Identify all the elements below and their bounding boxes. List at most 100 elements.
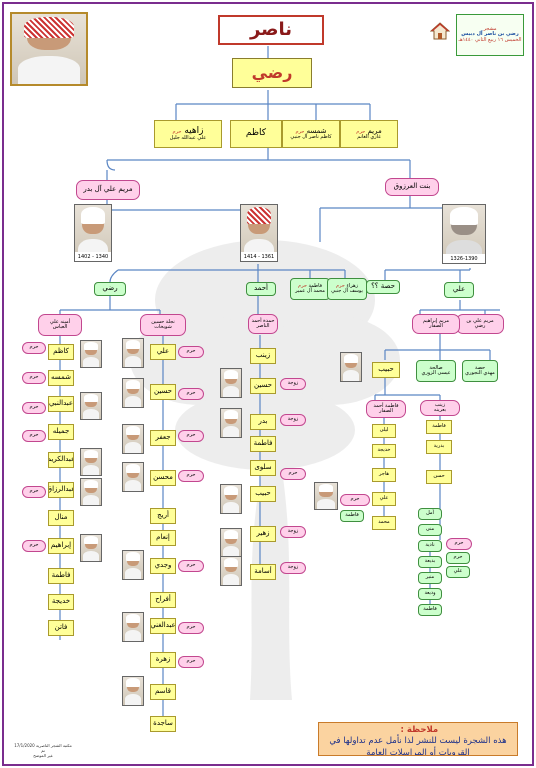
child-photo <box>80 448 102 476</box>
zahra-tag: حرم <box>335 282 345 289</box>
radi-name: رضي <box>102 284 118 293</box>
habib-child: هاجر <box>372 468 396 482</box>
radi-left-child: عبدالكريم <box>48 452 74 468</box>
radi-left-spouse: حرم <box>22 540 46 552</box>
radi-left-child: فاتن <box>48 620 74 636</box>
maryam-spouse: غازي الغانم <box>357 134 381 141</box>
shamsa-tag: حرم <box>295 128 305 135</box>
ali-box: علي <box>444 282 474 298</box>
zahra-box: زهراء حرم يوسف آل جنبي <box>327 278 367 300</box>
radi-left-child: جميله <box>48 424 74 440</box>
note-label: ملاحظة : <box>400 725 439 735</box>
child-name: رضي <box>251 62 293 82</box>
portrait-right-dates: 1326-1390 <box>443 254 485 263</box>
radi-left-child: فاطمة <box>48 568 74 584</box>
child-photo <box>220 408 242 438</box>
radi-right-spouse: حرم <box>178 388 204 400</box>
hasan-child: فاطمة <box>418 604 442 616</box>
radi-box: رضي <box>94 282 126 296</box>
ali-son-top-name: صالحة <box>429 364 443 371</box>
ali-wife-2-sub: الصفار <box>429 323 443 329</box>
radi-right-spouse: حرم <box>178 346 204 358</box>
ancestor-photo <box>10 12 88 86</box>
ahmad-spouse: زوجة <box>280 562 306 574</box>
portrait-right: 1326-1390 <box>442 204 486 264</box>
hasan-child: نادية <box>418 540 442 552</box>
child-photo <box>80 534 102 562</box>
habib-wife-sub: الصفار <box>379 408 393 414</box>
radi-left-child: خديجة <box>48 594 74 610</box>
hasan-child: بديعة <box>418 556 442 568</box>
radi-right-spouse: حرم <box>178 560 204 572</box>
habib-child: محمد <box>372 516 396 530</box>
fatima-name: فاطمة <box>308 282 323 289</box>
zahia-name: زاهيه <box>184 125 204 136</box>
ali-son-top-spouse: عيسى الزوري <box>421 370 451 376</box>
root-name: ناصر <box>249 18 293 40</box>
fatima-box: فاطمة <box>340 510 364 522</box>
habib-wife-name: زينب <box>434 401 446 408</box>
wife-right-box: بنت العرزوق <box>385 178 439 196</box>
radi-left-child: عبدالنبي <box>48 396 74 412</box>
habib-child: حسن <box>426 470 452 484</box>
footer-line1: 17/1/2020 مكتبة الشجر الناصرية <box>14 743 72 748</box>
child-photo <box>80 392 102 420</box>
ahmad-child: حسين <box>250 378 276 394</box>
header-line2: رضي بن ناصر آل دبيس <box>461 31 519 38</box>
ali-name: علي <box>452 285 466 294</box>
child-photo <box>220 484 242 514</box>
child-photo <box>122 338 144 368</box>
ali-wife-1-sub: رضي <box>474 323 486 329</box>
home-icon[interactable] <box>429 22 451 40</box>
child-photo <box>122 462 144 492</box>
maryam-box: مريم حرم غازي الغانم <box>340 120 398 148</box>
child-photo <box>220 528 242 558</box>
radi-left-spouse: حرم <box>22 486 46 498</box>
portrait-left-dates: 1402 - 1340 <box>75 252 111 261</box>
radi-right-child: علي <box>150 344 176 360</box>
ahmad-child: بدر <box>250 414 276 430</box>
note-text: هذه الشجرة ليست للنشر لذا نأمل عدم تداول… <box>329 736 507 756</box>
radi-wife-right-sub: شويخات <box>154 324 172 330</box>
ali-son-wife: حرم <box>340 494 370 506</box>
hasan-child: أمل <box>418 508 442 520</box>
radi-right-child: محسن <box>150 470 176 486</box>
shamsa-spouse: كاظم ناصر آل جنبي <box>290 134 332 141</box>
habib-box: حبيب <box>372 362 400 378</box>
maryam-name: مريم <box>367 126 382 135</box>
ali-wife-1: مريم علي بن رضي <box>456 314 504 334</box>
portrait-left: 1402 - 1340 <box>74 204 112 262</box>
radi-right-child: عبدالغني <box>150 618 176 634</box>
kadhim-name: كاظم <box>245 128 267 139</box>
radi-right-child: أفراح <box>150 592 176 608</box>
ahmad-child: زينب <box>250 348 276 364</box>
zahia-box: زاهيه حرم علي عبدالله جليل <box>154 120 222 148</box>
last-pair: حرم <box>446 552 470 564</box>
child-photo <box>80 340 102 368</box>
radi-wife-left: أمينه علي العباس <box>38 314 82 336</box>
child-photo <box>220 556 242 586</box>
kadhim-box: كاظم <box>230 120 282 148</box>
ali-wife-2: مريم إبراهيم الصفار <box>412 314 460 334</box>
maryam-tag: حرم <box>356 128 366 135</box>
fatima-tag: حرم <box>298 282 307 289</box>
radi-right-spouse: حرم <box>178 470 204 482</box>
habib-photo <box>340 352 362 382</box>
portrait-mid: 1414 - 1361 <box>240 204 278 262</box>
ahmad-name: أحمد <box>254 284 268 293</box>
ali-son-top-name: حصة <box>474 364 486 371</box>
radi-right-child: وجدي <box>150 558 176 574</box>
habib-child: بدرية <box>426 440 452 454</box>
hessa-box: حصة ؟؟ <box>366 280 400 294</box>
habib-child: علي <box>372 492 396 506</box>
hessa-name: حصة ؟؟ <box>371 282 395 291</box>
radi-right-spouse: حرم <box>178 656 204 668</box>
root-name-box: ناصر <box>218 15 324 45</box>
radi-left-spouse: حرم <box>22 402 46 414</box>
habib-child: ليلى <box>372 424 396 438</box>
habib-child: خديجة <box>372 444 396 458</box>
zahra-name: زهراء <box>346 282 359 289</box>
